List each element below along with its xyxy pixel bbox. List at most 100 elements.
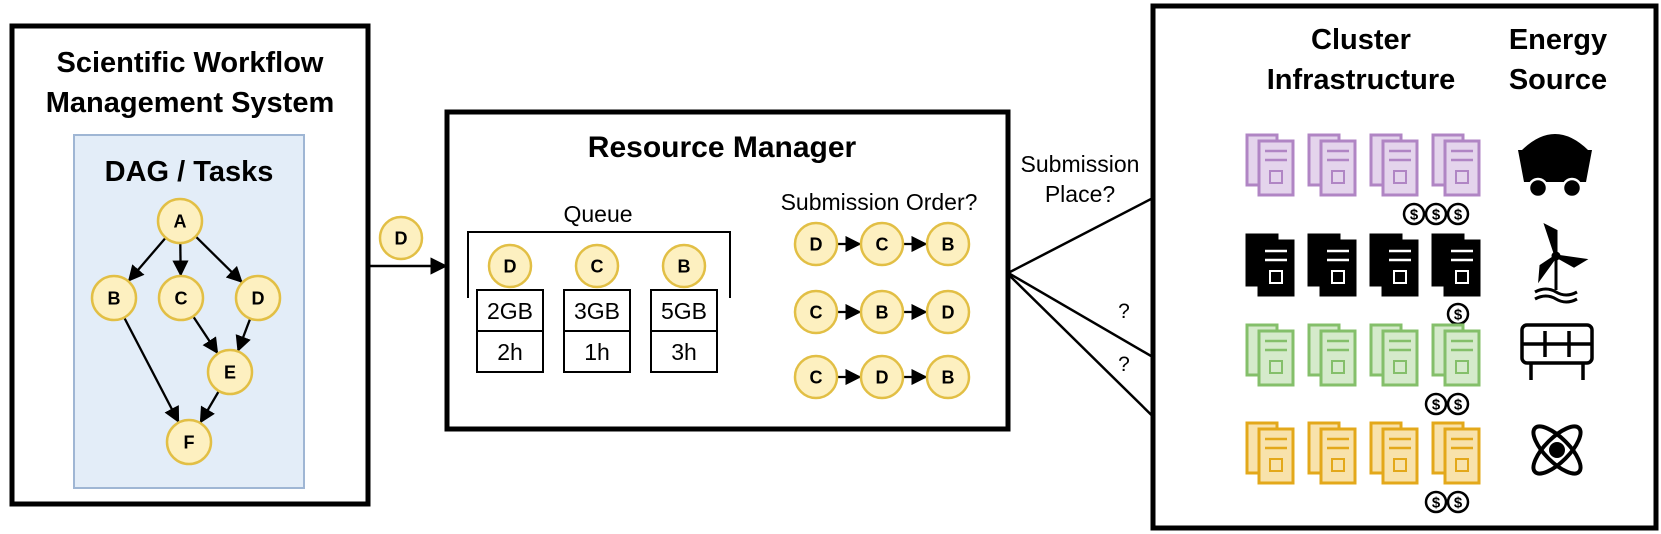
solar-panel-icon [1520, 323, 1594, 380]
order-task-node: B [925, 354, 971, 400]
task-node-label: C [175, 289, 188, 309]
server-icon [1431, 421, 1481, 485]
wms-title-line2: Management System [46, 87, 335, 119]
order-task-node: C [793, 354, 839, 400]
task-node-label: B [942, 235, 955, 255]
queue-memory-label: 3GB [574, 298, 620, 324]
wind-turbine-icon [1534, 223, 1589, 304]
dag-node: C [157, 274, 205, 322]
question-mark-1: ? [1118, 300, 1130, 323]
dag-edge-arrow [199, 390, 220, 424]
server-icon [1431, 133, 1481, 197]
cost-coin-icon: $ [1446, 490, 1470, 514]
task-node-label: C [810, 303, 823, 323]
task-node-label: B [678, 257, 691, 277]
cost-symbol: $ [1432, 397, 1441, 414]
cost-symbol: $ [1454, 207, 1463, 224]
dag-node: D [234, 274, 282, 322]
server-icon [1245, 133, 1295, 197]
task-node-circle [165, 418, 213, 466]
queue-item: B 5GB 3h [650, 243, 718, 373]
task-node-label: D [876, 368, 889, 388]
task-node-label: D [395, 229, 408, 249]
energy-title-line1: Energy [1509, 24, 1607, 56]
queue-time-label: 1h [584, 339, 610, 365]
cost-symbol: $ [1454, 307, 1463, 324]
server-rows: $$$$$$$$ [1245, 133, 1481, 514]
cost-symbol: $ [1454, 495, 1463, 512]
energy-title-line2: Source [1509, 64, 1607, 96]
task-node-label: E [224, 363, 236, 383]
cost-symbol: $ [1432, 207, 1441, 224]
task-node-label: A [174, 212, 187, 232]
cost-symbol: $ [1432, 495, 1441, 512]
task-node-circle [206, 348, 254, 396]
dag-title: DAG / Tasks [105, 156, 274, 188]
task-node-circle [793, 289, 839, 335]
queue-time-label: 3h [671, 339, 697, 365]
server-icon [1307, 133, 1357, 197]
server-icon [1307, 421, 1357, 485]
task-node-circle [859, 289, 905, 335]
queue-memory-cell [476, 289, 544, 332]
server-icon [1307, 323, 1357, 387]
server-icon [1307, 233, 1357, 297]
task-node-circle [793, 221, 839, 267]
server-row: $$ [1245, 323, 1481, 416]
cost-coin-icon: $ [1424, 202, 1448, 226]
task-node-circle [487, 243, 533, 289]
cost-symbol: $ [1410, 207, 1419, 224]
cost-coin-icon: $ [1424, 392, 1448, 416]
cost-coin-icon: $ [1446, 392, 1470, 416]
order-task-node: D [859, 354, 905, 400]
order-task-node: D [925, 289, 971, 335]
order-task-node: C [793, 289, 839, 335]
submission-place-line1: Submission [1021, 151, 1140, 177]
dag-edge-arrow [127, 236, 167, 282]
task-node-label: D [504, 257, 517, 277]
server-icon [1245, 233, 1295, 297]
dag-node: F [165, 418, 213, 466]
task-node-circle [859, 221, 905, 267]
queue-label: Queue [563, 201, 632, 227]
cost-coin-icon: $ [1424, 490, 1448, 514]
task-node-circle [925, 221, 971, 267]
order-task-node: B [925, 221, 971, 267]
dag-edge-arrow [192, 315, 219, 355]
cluster-infra-title-line2: Infrastructure [1267, 64, 1456, 96]
task-node-circle [378, 215, 424, 261]
queue-task-node: B [661, 243, 707, 289]
task-node-label: D [252, 289, 265, 309]
task-node-label: D [810, 235, 823, 255]
dag-node: A [156, 197, 204, 245]
queue-task-node: D [487, 243, 533, 289]
server-row: $ $ $ [1245, 133, 1481, 226]
queue-time-cell [476, 330, 544, 373]
queue-memory-cell [650, 289, 718, 332]
submission-order-label: Submission Order? [781, 189, 978, 215]
queue-memory-label: 5GB [661, 298, 707, 324]
cost-symbol: $ [1454, 397, 1463, 414]
resource-manager-title: Resource Manager [588, 131, 857, 164]
submission-place-line2: Place? [1045, 181, 1115, 207]
question-mark-2: ? [1118, 353, 1130, 376]
cost-coin-icon: $ [1446, 202, 1470, 226]
task-node-label: F [184, 433, 195, 453]
server-icon [1245, 323, 1295, 387]
queue-bracket [467, 231, 731, 298]
task-node-circle [90, 274, 138, 322]
task-node-label: B [876, 303, 889, 323]
server-icon [1369, 233, 1419, 297]
dag-edge-arrow [123, 316, 180, 424]
cluster-infra-title-line1: Cluster [1311, 24, 1411, 56]
queue-time-label: 2h [497, 339, 523, 365]
task-node-circle [859, 354, 905, 400]
order-task-node: D [793, 221, 839, 267]
